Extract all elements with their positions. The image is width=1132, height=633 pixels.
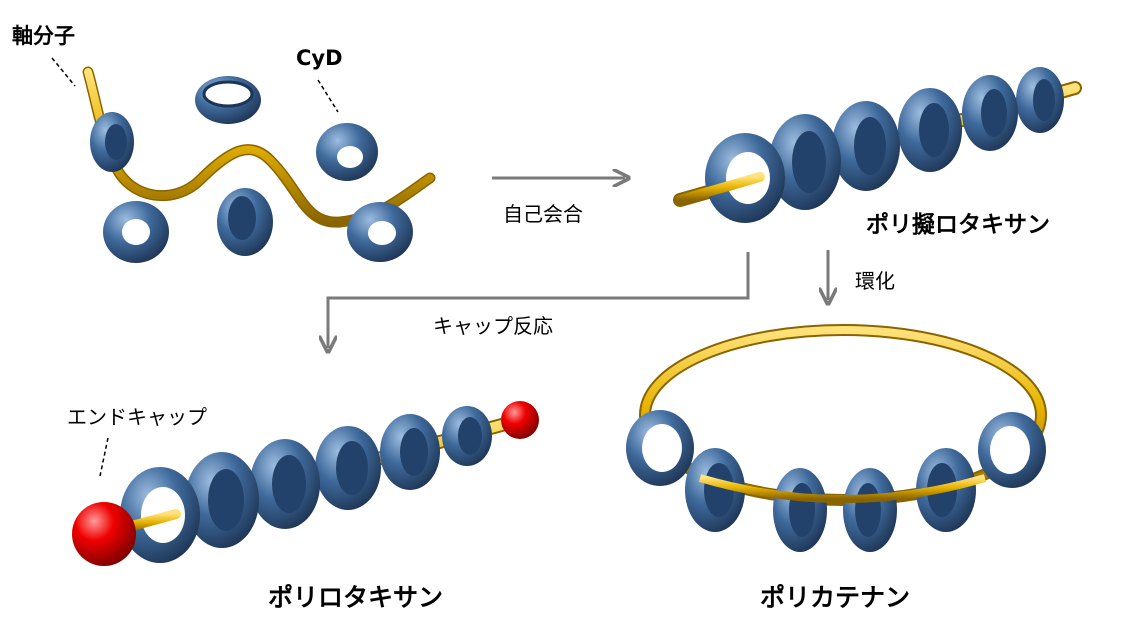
cyd-ring-threaded <box>978 412 1046 488</box>
self-assembly-label: 自己会合 <box>503 198 583 227</box>
cyd-ring-free <box>217 188 273 256</box>
axis-molecule-label: 軸分子 <box>12 20 75 50</box>
cyd-ring-threaded <box>898 88 962 172</box>
cyd-ring-free <box>103 201 169 263</box>
cyclization-label: 環化 <box>855 265 895 294</box>
cyd-ring-threaded <box>626 410 694 486</box>
cyd-ring-threaded <box>962 75 1018 151</box>
cyd-label: CyD <box>296 46 343 70</box>
polyrotaxane-label: ポリロタキサン <box>268 578 443 614</box>
cyd-leader-line <box>318 80 338 112</box>
cyd-ring-threaded <box>843 468 897 552</box>
cyd-ring-threaded <box>442 406 492 466</box>
cyd-ring-threaded <box>380 414 440 490</box>
pseudo-rotaxane-structure <box>680 67 1075 223</box>
cyd-ring-free <box>347 202 413 262</box>
cyd-ring-threaded <box>832 101 900 191</box>
end-cap-sphere <box>72 502 136 566</box>
polycatenane-label: ポリカテナン <box>760 578 910 614</box>
end-cap-sphere <box>501 401 539 439</box>
end-cap-leader-line <box>100 438 108 476</box>
cyd-ring-threaded <box>315 426 381 510</box>
end-cap-label: エンドキャップ <box>67 401 207 430</box>
capping-reaction-label: キャップ反応 <box>433 310 553 339</box>
cyd-ring-threaded <box>250 439 320 529</box>
cyd-ring-free <box>316 123 378 181</box>
cyd-ring-free <box>90 112 134 172</box>
pseudo-rotaxane-label: ポリ擬ロタキサン <box>866 205 1050 239</box>
cyd-ring-threaded <box>773 468 827 552</box>
cyd-ring-free <box>195 76 261 124</box>
cyd-ring-threaded <box>1016 67 1064 133</box>
axle-leader-line <box>52 58 75 86</box>
polycatenane-structure <box>626 330 1046 552</box>
